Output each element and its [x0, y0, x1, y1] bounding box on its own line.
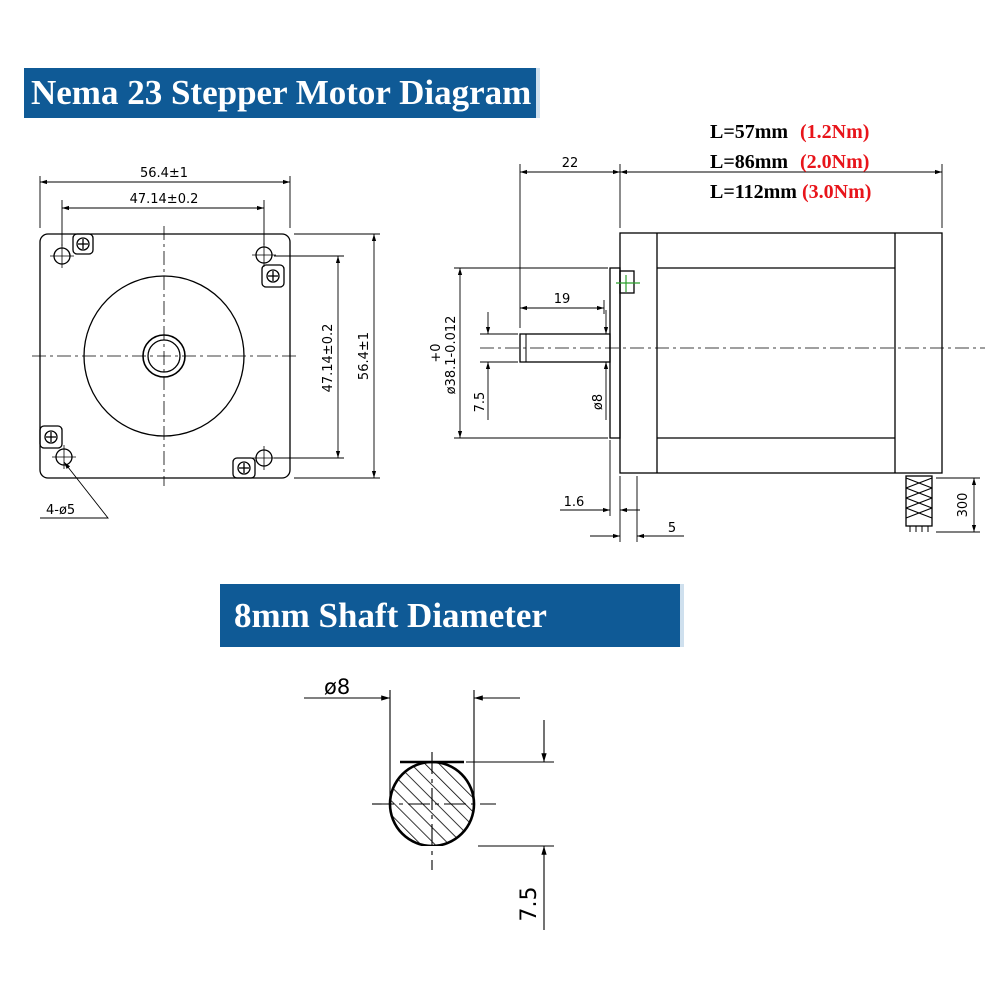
length-table: L=57mm (1.2Nm) L=86mm (2.0Nm) L=112mm (3…: [710, 121, 871, 203]
section-diameter: ø8: [324, 675, 350, 699]
side-view: [454, 164, 985, 542]
torque-57: (1.2Nm): [800, 121, 869, 143]
dim-lead-length: 300: [956, 493, 971, 518]
pilot-boss: [609, 267, 621, 439]
mounting-hole: [252, 446, 276, 470]
dim-holes: 4-ø5: [46, 503, 75, 518]
screw-profile: [619, 270, 635, 294]
screw-head: [261, 264, 285, 288]
dim-width-overall: 56.4±1: [140, 166, 188, 181]
title-banner: Nema 23 Stepper Motor Diagram: [24, 68, 540, 118]
screw-head: [72, 233, 94, 255]
screw-head: [39, 425, 63, 449]
dim-pilot-diameter: ø38.1-0.012: [444, 316, 459, 395]
section-flat: 7.5: [517, 887, 542, 922]
dim-shaft-diameter: ø8: [591, 394, 606, 410]
lead-wires: [905, 475, 933, 532]
shaft-section: [304, 690, 554, 930]
dim-height-overall: 56.4±1: [357, 332, 372, 380]
dim-flat-depth: 7.5: [473, 392, 488, 413]
length-112: L=112mm: [710, 181, 797, 203]
screw-head: [232, 457, 256, 479]
dim-flat-length: 19: [554, 292, 571, 307]
diagram-title: Nema 23 Stepper Motor Diagram: [31, 73, 532, 112]
dim-flange-thickness: 1.6: [564, 495, 585, 510]
torque-86: (2.0Nm): [800, 151, 869, 173]
dim-shaft-length: 22: [562, 156, 579, 171]
front-view: [32, 176, 380, 519]
shaft-banner: 8mm Shaft Diameter: [220, 584, 684, 647]
length-57: L=57mm: [710, 121, 788, 143]
dim-boss-length: 5: [668, 521, 676, 536]
torque-112: (3.0Nm): [802, 181, 871, 203]
dim-flange-tol: +0: [429, 343, 444, 362]
mounting-hole: [252, 243, 276, 267]
mounting-hole: [50, 244, 74, 268]
shaft-title: 8mm Shaft Diameter: [234, 596, 547, 635]
dim-hole-spacing-h: 47.14±0.2: [130, 192, 199, 207]
length-86: L=86mm: [710, 151, 788, 173]
dim-hole-spacing-v: 47.14±0.2: [321, 324, 336, 393]
motor-body: [619, 232, 943, 474]
